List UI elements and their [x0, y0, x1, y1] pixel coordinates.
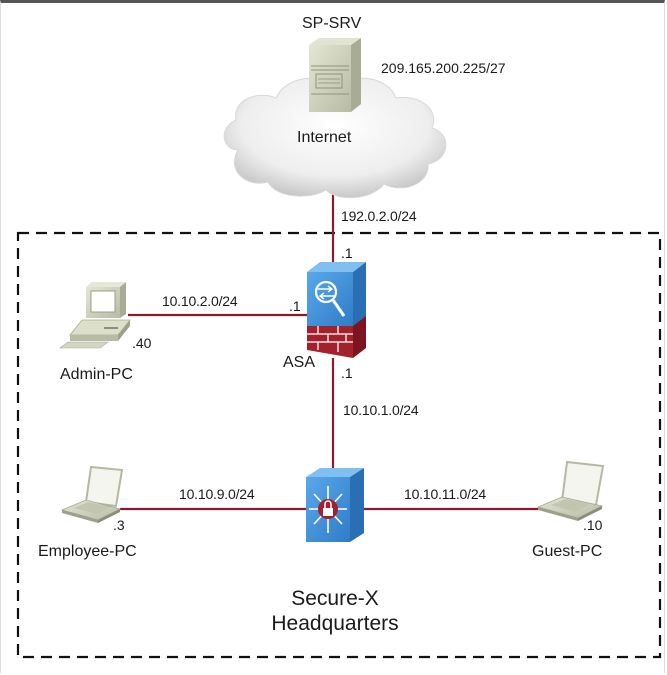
site-boundary — [16, 231, 662, 659]
asa-firewall-icon — [307, 262, 366, 358]
cloud-icon — [223, 77, 447, 199]
admin-pc-host: .40 — [132, 335, 152, 351]
sp-srv-label: SP-SRV — [302, 15, 362, 32]
link-switch-guest-network: 10.10.11.0/24 — [404, 486, 486, 502]
laptop-icon — [536, 460, 605, 521]
links — [120, 192, 541, 511]
secure-switch-icon — [306, 468, 364, 542]
internet-label: Internet — [297, 129, 352, 146]
site-name-line1: Secure-X — [291, 587, 379, 610]
laptop-icon — [60, 465, 124, 523]
site-name-line2: Headquarters — [271, 612, 399, 635]
desktop-pc-icon — [59, 282, 131, 349]
link-internet-asa-network: 192.0.2.0/24 — [341, 208, 417, 224]
guest-pc-label: Guest-PC — [532, 543, 603, 560]
sp-srv-address: 209.165.200.225/27 — [381, 60, 506, 76]
site-name: Secure-X Headquarters — [240, 586, 430, 636]
employee-pc-host: .3 — [113, 517, 125, 533]
asa-mgmt-interface: .1 — [289, 298, 301, 314]
asa-inside-interface: .1 — [341, 365, 353, 381]
admin-pc-label: Admin-PC — [60, 366, 133, 383]
link-admin-asa-network: 10.10.2.0/24 — [162, 293, 238, 309]
link-asa-switch-network: 10.10.1.0/24 — [343, 402, 419, 418]
asa-label: ASA — [283, 354, 316, 371]
guest-pc-host: .10 — [583, 517, 603, 533]
link-employee-switch-network: 10.10.9.0/24 — [179, 486, 255, 502]
server-icon — [309, 38, 361, 112]
employee-pc-label: Employee-PC — [38, 543, 137, 560]
asa-outside-interface: .1 — [341, 245, 353, 261]
